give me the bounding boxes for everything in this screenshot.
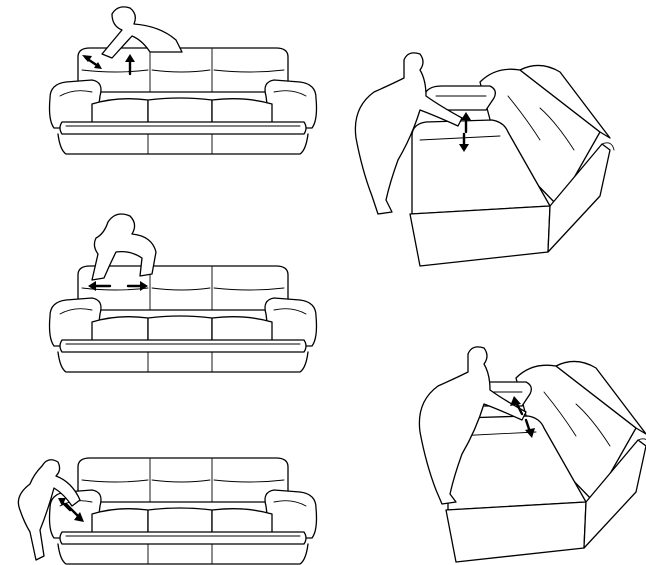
panel-sofa-side-top bbox=[355, 53, 614, 266]
person-figure bbox=[102, 7, 182, 58]
panel-sofa-side-bottom bbox=[419, 347, 646, 562]
person-figure bbox=[92, 214, 156, 280]
panel-sofa-front-top bbox=[50, 7, 317, 154]
panel-sofa-front-middle bbox=[50, 214, 317, 372]
panel-sofa-front-bottom bbox=[18, 458, 316, 564]
